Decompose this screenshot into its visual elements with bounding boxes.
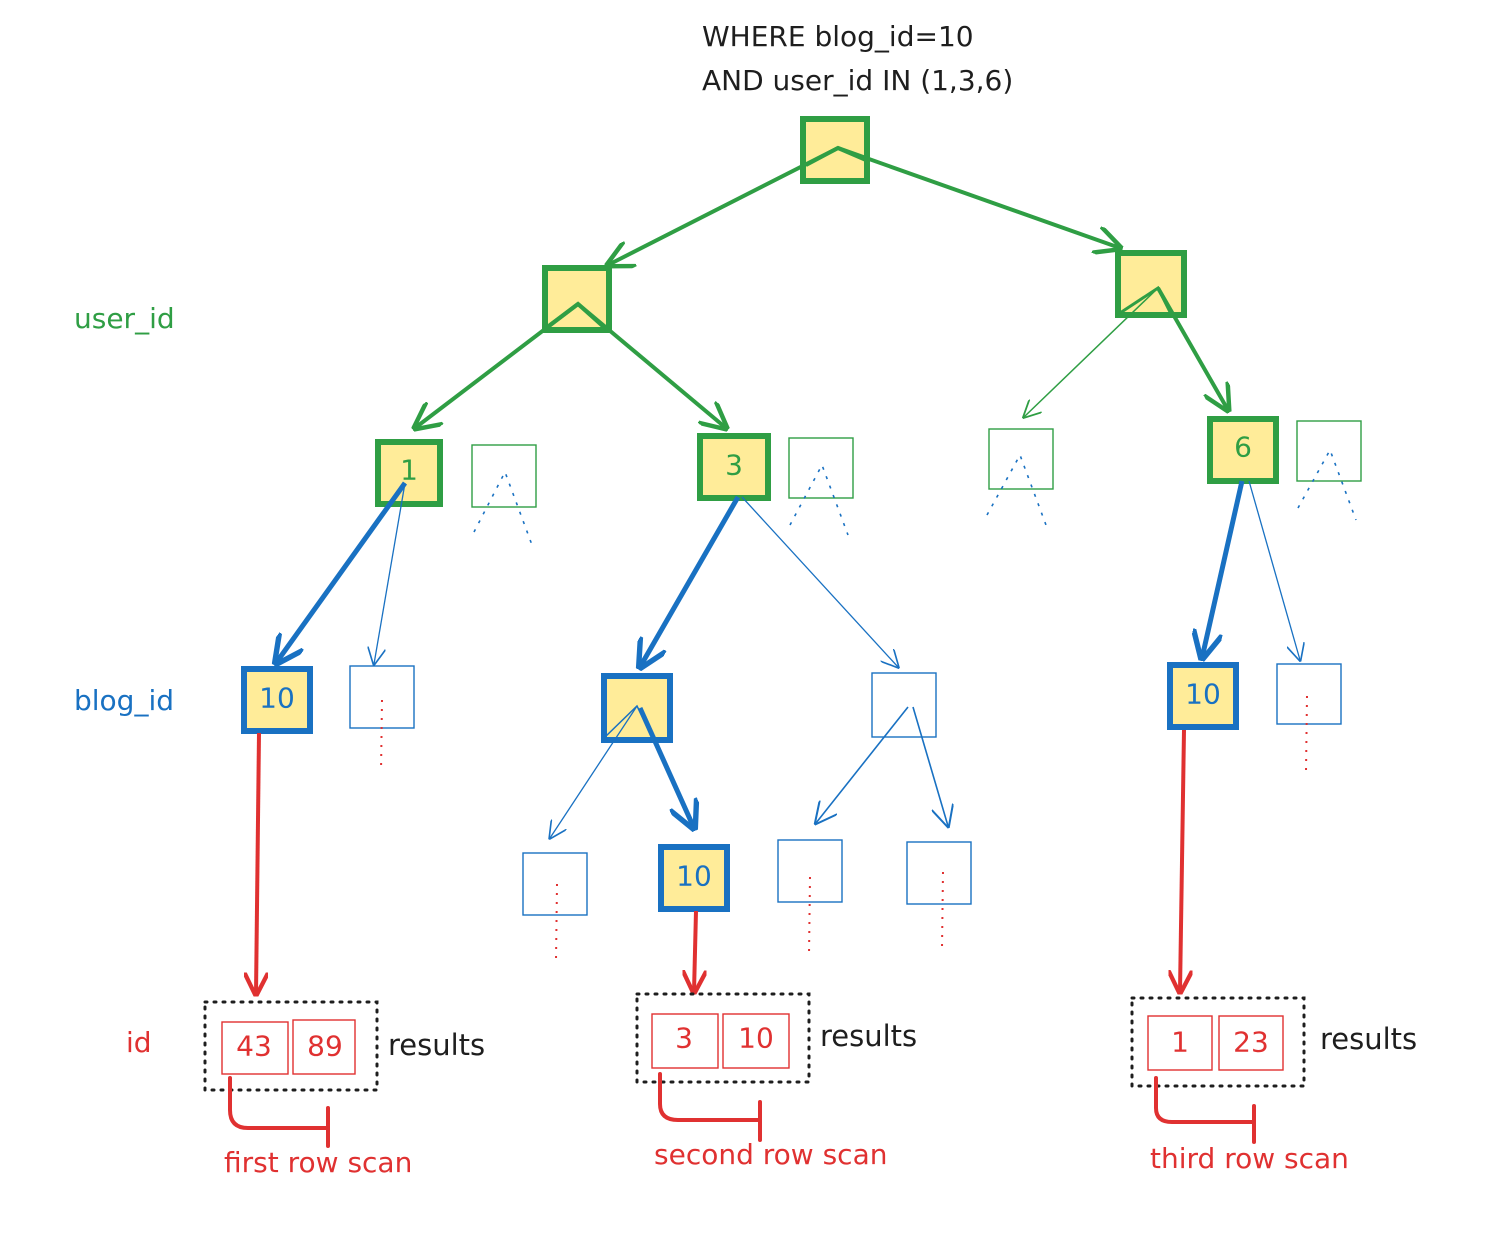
edge-node3-to-blog-inner (640, 495, 741, 667)
results-box (1130, 996, 1306, 1088)
blog-id-node-10-a: 10 (241, 666, 313, 734)
user-id-node-6: 6 (1207, 416, 1279, 484)
edge-empty-inner-right (912, 706, 948, 826)
edge-to-node-3 (576, 302, 726, 428)
result-cell (1147, 1015, 1213, 1071)
result-value: 3 (675, 1022, 693, 1055)
scan-label: first row scan (224, 1146, 412, 1179)
blog-id-leaf-empty-b (522, 852, 588, 961)
edge-blog-inner-to-empty (550, 705, 638, 838)
edge-node6-to-blog-empty (1248, 480, 1300, 660)
svg-text:3: 3 (725, 449, 743, 482)
result-value: 43 (236, 1030, 272, 1063)
svg-text:10: 10 (259, 682, 295, 715)
inner-node-right (1115, 250, 1187, 318)
edge-node1-to-blog10 (276, 481, 408, 663)
edge-to-node-1 (415, 302, 580, 428)
results-group-2: 3 10 results second row scan (635, 992, 917, 1171)
results-label: results (1320, 1022, 1417, 1056)
result-value: 23 (1233, 1026, 1269, 1059)
result-cell (221, 1021, 289, 1075)
svg-text:6: 6 (1234, 431, 1252, 464)
query-and-clause: AND user_id IN (1,3,6) (702, 64, 1013, 97)
result-value: 89 (307, 1030, 343, 1063)
pointer-to-results-2 (694, 910, 696, 992)
edge-to-leaf-empty-right (1024, 287, 1159, 417)
results-label: results (820, 1019, 917, 1053)
edge-root-left (608, 146, 839, 265)
blog-id-node-10-c: 10 (1167, 662, 1239, 730)
result-cell (292, 1019, 356, 1075)
edge-blog-inner-to-blog10 (637, 706, 694, 828)
edge-empty-inner-left (816, 706, 909, 823)
results-box (635, 992, 811, 1084)
root-node (800, 116, 870, 184)
edge-node3-to-blog-inner-empty (741, 496, 898, 667)
edge-node1-to-blog-empty (374, 482, 406, 664)
scan-bracket (228, 1076, 330, 1148)
user-id-leaf-empty-6 (1296, 420, 1362, 521)
edge-root-right (837, 146, 1120, 248)
blog-id-leaf-empty-d (906, 841, 972, 949)
result-cell (651, 1013, 719, 1069)
level-label-user-id: user_id (74, 302, 175, 335)
results-box (203, 1000, 379, 1092)
scan-label: third row scan (1150, 1142, 1349, 1175)
svg-text:1: 1 (400, 454, 418, 487)
result-cell (722, 1013, 790, 1069)
query-where-clause: WHERE blog_id=10 (702, 20, 974, 53)
user-id-leaf-empty-left-of-6 (986, 428, 1054, 526)
root-node-fork (805, 145, 867, 167)
svg-text:10: 10 (676, 860, 712, 893)
user-id-node-1: 1 (375, 439, 443, 507)
scan-bracket (1154, 1076, 1256, 1144)
blog-id-inner-node-empty (871, 672, 937, 738)
pointer-to-results-1 (256, 732, 259, 994)
results-group-3: 1 23 results third row scan (1130, 996, 1417, 1175)
blog-id-leaf-empty-e (1276, 663, 1342, 773)
pointer-to-results-3 (1180, 729, 1184, 992)
edge-to-node-6 (1156, 287, 1228, 410)
edge-node6-to-blog10 (1202, 480, 1245, 658)
level-label-blog-id: blog_id (74, 684, 174, 717)
blog-id-leaf-empty-a (349, 665, 415, 773)
user-id-leaf-empty-1 (471, 444, 537, 546)
user-id-leaf-empty-3 (788, 437, 854, 536)
svg-text:10: 10 (1185, 678, 1221, 711)
results-label: results (388, 1028, 485, 1062)
result-value: 1 (1171, 1026, 1189, 1059)
blog-id-inner-node (601, 673, 673, 743)
scan-bracket (658, 1072, 762, 1142)
blog-id-leaf-empty-c (777, 839, 843, 956)
scan-label: second row scan (654, 1138, 887, 1171)
result-cell (1218, 1015, 1284, 1071)
user-id-node-3: 3 (697, 433, 771, 501)
result-value: 10 (738, 1022, 774, 1055)
level-label-id: id (126, 1026, 152, 1059)
blog-id-node-10-b: 10 (658, 844, 730, 912)
results-group-1: 43 89 results first row scan (203, 1000, 485, 1179)
